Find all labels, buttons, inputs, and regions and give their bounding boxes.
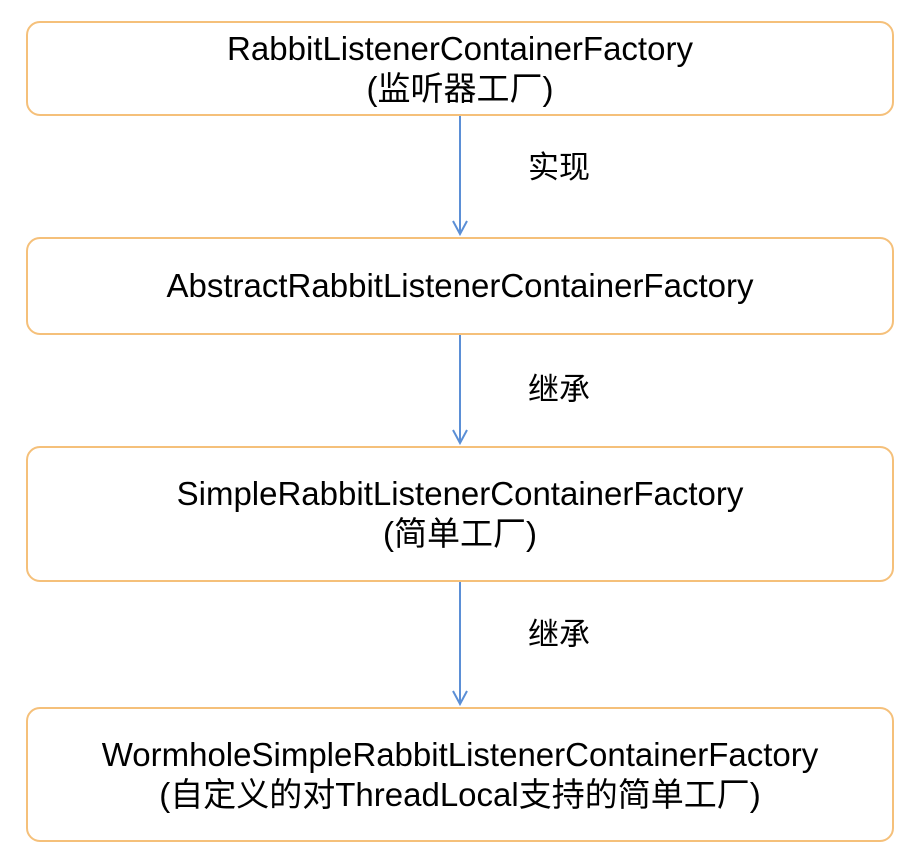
node-wormhole-simple-rabbit-listener-container-factory: WormholeSimpleRabbitListenerContainerFac…	[26, 707, 894, 842]
edge-label-extends-1: 继承	[528, 372, 590, 408]
node-title: AbstractRabbitListenerContainerFactory	[166, 267, 754, 304]
node-title: RabbitListenerContainerFactory	[227, 29, 693, 67]
arrow-extends-2	[452, 582, 468, 707]
edge-label-extends-2: 继承	[528, 617, 590, 653]
node-subtitle: (简单工厂)	[383, 515, 537, 552]
node-rabbit-listener-container-factory: RabbitListenerContainerFactory (监听器工厂)	[26, 21, 894, 116]
arrow-extends-1	[452, 335, 468, 446]
edge-label-implements: 实现	[528, 150, 590, 186]
node-subtitle: (自定义的对ThreadLocal支持的简单工厂)	[159, 775, 761, 813]
node-title: WormholeSimpleRabbitListenerContainerFac…	[101, 735, 819, 773]
arrow-implements	[452, 116, 468, 237]
node-subtitle: (监听器工厂)	[366, 69, 554, 107]
node-abstract-rabbit-listener-container-factory: AbstractRabbitListenerContainerFactory	[26, 237, 894, 335]
node-simple-rabbit-listener-container-factory: SimpleRabbitListenerContainerFactory (简单…	[26, 446, 894, 582]
node-title: SimpleRabbitListenerContainerFactory	[176, 475, 744, 512]
